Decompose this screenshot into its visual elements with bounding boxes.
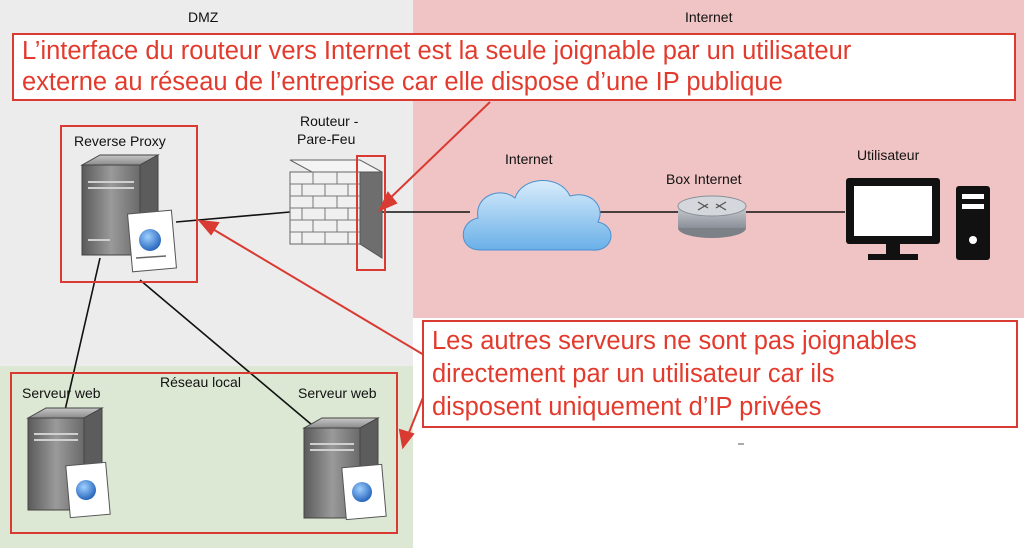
annotation-private-ip-line1: Les autres serveurs ne sont pas joignabl… xyxy=(432,327,917,355)
dmz-zone-label: DMZ xyxy=(188,9,219,25)
arrow-bottom-to-proxy xyxy=(205,224,425,356)
router-label-line1: Routeur - xyxy=(300,113,359,129)
lan-servers-highlight xyxy=(10,372,398,534)
firewall-interface-highlight xyxy=(356,155,386,271)
user-label: Utilisateur xyxy=(857,147,920,163)
internet-zone-label: Internet xyxy=(685,9,733,25)
router-icon xyxy=(677,195,747,238)
pc-tower-icon xyxy=(956,186,990,260)
link-proxy-web1 xyxy=(59,257,101,433)
cloud-icon xyxy=(462,180,612,251)
firewall-icon xyxy=(289,159,383,259)
web-server-2-icon xyxy=(302,417,387,521)
reverse-proxy-label: Reverse Proxy xyxy=(74,133,166,149)
annotation-private-ip-line2: directement par un utilisateur car ils xyxy=(432,360,835,388)
lan-zone-label: Réseau local xyxy=(160,374,241,390)
annotation-public-ip-line2: externe au réseau de l’entreprise car el… xyxy=(22,68,783,96)
reverse-proxy-highlight xyxy=(60,125,198,283)
globe-document-icon xyxy=(127,209,177,273)
router-label-line2: Pare-Feu xyxy=(297,131,356,147)
web-server-1-label: Serveur web xyxy=(22,385,101,401)
link-proxy-web2 xyxy=(139,279,319,431)
box-internet-label: Box Internet xyxy=(666,171,742,187)
annotation-private-ip-line3: disposent uniquement d’IP privées xyxy=(432,393,822,421)
monitor-icon xyxy=(846,178,940,260)
annotation-public-ip-line1: L’interface du routeur vers Internet est… xyxy=(22,37,852,65)
annotation-private-ip: Les autres serveurs ne sont pas joignabl… xyxy=(422,320,1018,428)
arrow-top-to-firewall xyxy=(383,101,491,205)
annotation-public-ip: L’interface du routeur vers Internet est… xyxy=(12,33,1016,101)
internet-cloud-label: Internet xyxy=(505,151,553,167)
web-server-1-icon xyxy=(26,407,111,519)
web-server-2-label: Serveur web xyxy=(298,385,377,401)
link-proxy-firewall xyxy=(175,211,291,223)
